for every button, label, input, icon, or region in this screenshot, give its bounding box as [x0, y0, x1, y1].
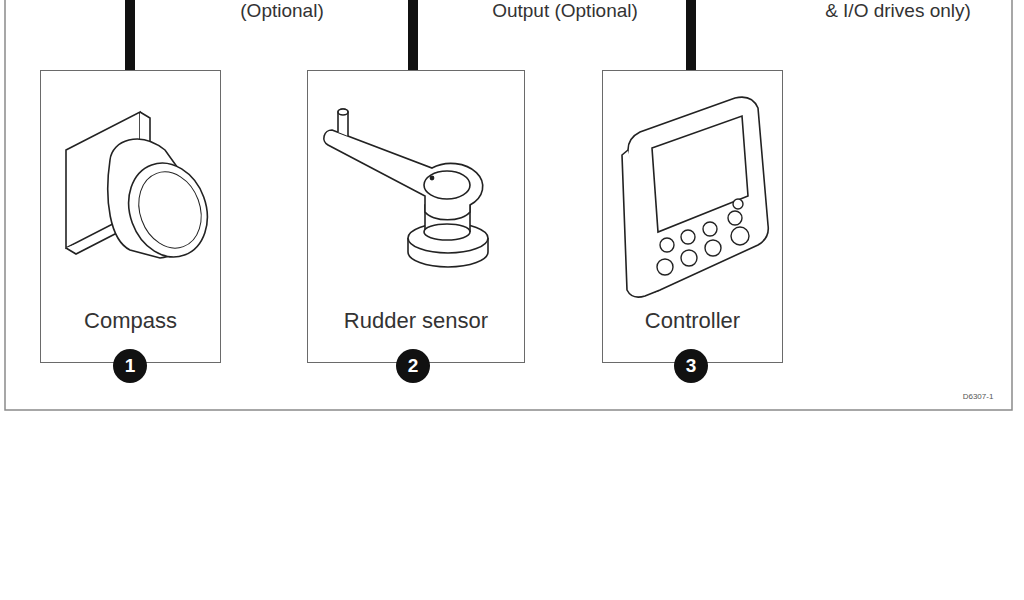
note-text: (Optional): [237, 0, 326, 22]
component-name: Rudder sensor: [308, 308, 524, 334]
note-text: & I/O drives only): [822, 0, 974, 22]
frame: [5, 0, 1012, 410]
drawing-code: D6307-1: [963, 392, 994, 401]
callout-number: 1: [113, 349, 147, 383]
component-box: Controller: [602, 70, 783, 363]
note-text: Output (Optional): [489, 0, 641, 22]
callout-number: 3: [674, 349, 708, 383]
callout-number: 2: [396, 349, 430, 383]
component-name: Compass: [41, 308, 220, 334]
rudder-sensor-drawing: [324, 109, 488, 267]
compass-drawing: [66, 112, 220, 268]
controller-drawing: [622, 97, 768, 297]
component-name: Controller: [603, 308, 782, 334]
component-box: Rudder sensor: [307, 70, 525, 363]
component-box: Compass: [40, 70, 221, 363]
cable: [130, 0, 691, 71]
